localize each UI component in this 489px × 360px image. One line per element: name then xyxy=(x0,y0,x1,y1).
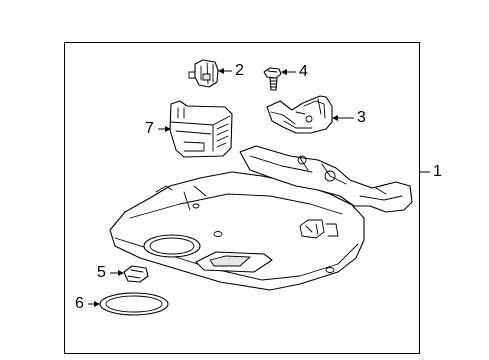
part-6-lens xyxy=(99,292,169,316)
part-3-bracket xyxy=(266,95,333,134)
callout-3: 3 xyxy=(357,109,366,126)
part-4-bolt xyxy=(263,67,282,91)
callout-1: 1 xyxy=(433,163,442,180)
part-5-clip xyxy=(123,265,149,283)
part-2-clip xyxy=(188,59,219,88)
leader-lines xyxy=(88,68,430,307)
callout-4: 4 xyxy=(299,63,308,80)
part-7-module xyxy=(169,100,233,158)
part-1-housing xyxy=(109,145,413,291)
callout-2: 2 xyxy=(235,62,244,79)
assembly-frame xyxy=(64,42,420,354)
callout-7: 7 xyxy=(145,120,154,137)
callout-6: 6 xyxy=(75,295,84,312)
callout-5: 5 xyxy=(97,264,106,281)
